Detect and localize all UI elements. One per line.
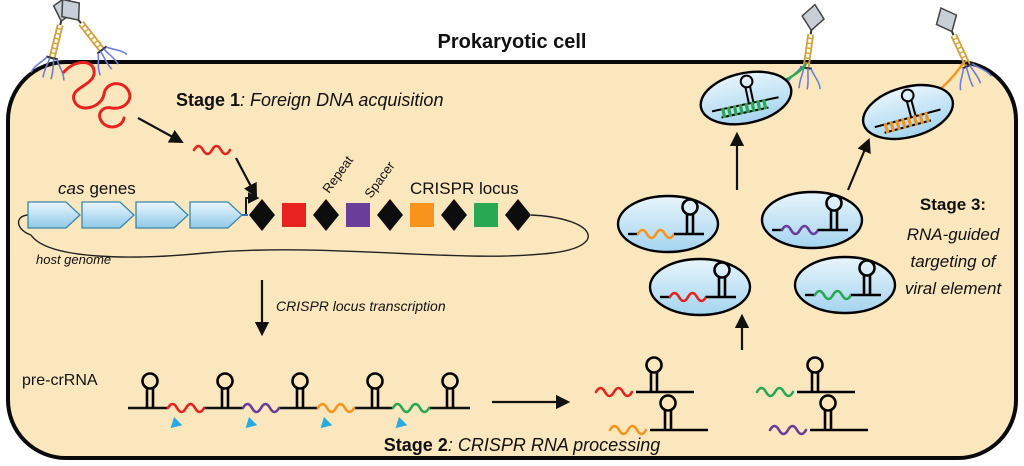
transcription-label: CRISPR locus transcription <box>276 298 446 314</box>
spacer-square-red <box>282 203 306 227</box>
targeting-arrow-2 <box>846 138 871 191</box>
crispr-array <box>249 199 531 231</box>
cas-crrna-complex-purple <box>762 192 862 248</box>
spacer-square-green <box>474 203 498 227</box>
host-genome-curve <box>30 214 589 258</box>
cas-crrna-complex-red <box>650 259 750 315</box>
svg-text:targeting of: targeting of <box>910 252 997 271</box>
cell-membrane <box>6 60 1018 460</box>
svg-text:RNA-guided: RNA-guided <box>907 225 1000 244</box>
acquisition-arrow-1 <box>137 117 184 144</box>
svg-text:viral element: viral element <box>905 279 1003 298</box>
spacer-square-orange <box>410 203 434 227</box>
cas-crrna-complex-orange <box>618 196 718 252</box>
acquisition-arrow-2 <box>235 157 258 198</box>
stage3-label: Stage 3: RNA-guided targeting of viral e… <box>905 195 1003 298</box>
stage2-label: Stage 2: CRISPR RNA processing <box>384 435 660 455</box>
spacer-square-purple <box>346 203 370 227</box>
title-prokaryotic-cell: Prokaryotic cell <box>438 31 587 53</box>
svg-text:Stage 3:: Stage 3: <box>920 195 986 214</box>
host-genome-label: host genome <box>36 252 111 267</box>
crispr-locus-label: CRISPR locus <box>410 179 519 198</box>
promoter-arrow <box>245 192 260 214</box>
pre-crrna-label: pre-crRNA <box>22 372 98 389</box>
pre-crrna-strand <box>128 372 470 429</box>
stage1-label: Stage 1: Foreign DNA acquisition <box>176 90 443 110</box>
injected-viral-dna <box>62 61 132 129</box>
host-genome-curve-left <box>17 214 32 236</box>
cas-crrna-complex-green <box>795 257 895 313</box>
